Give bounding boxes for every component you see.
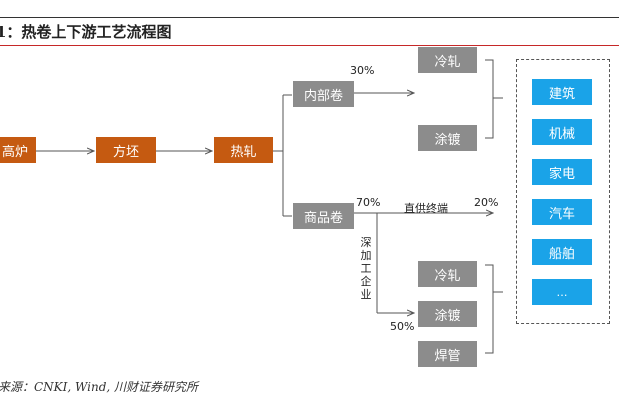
node-hot-rolling: 热轧: [214, 137, 273, 163]
node-coating-top: 涂镀: [418, 125, 477, 151]
label-deep-pct: 50%: [390, 320, 415, 333]
figure-title: 1：热卷上下游工艺流程图: [0, 23, 172, 41]
end-use-appliances: 家电: [532, 159, 592, 185]
source-note: 来源：CNKI, Wind, 川财证券研究所: [0, 380, 199, 394]
deep-char: 业: [360, 288, 372, 301]
label-internal-pct: 30%: [350, 64, 375, 77]
label-commercial-pct: 70%: [356, 196, 381, 209]
node-welded-pipe: 焊管: [418, 341, 477, 367]
deep-char: 企: [360, 275, 372, 288]
deep-char: 加: [360, 249, 372, 262]
label-deep-processing: 深 加 工 企 业: [359, 236, 373, 301]
deep-char: 工: [360, 262, 372, 275]
node-internal-coil: 内部卷: [293, 81, 354, 107]
label-direct-pct: 20%: [474, 196, 499, 209]
node-cold-rolling-bottom: 冷轧: [418, 261, 477, 287]
node-cold-rolling-top: 冷轧: [418, 47, 477, 73]
end-use-shipbuilding: 船舶: [532, 239, 592, 265]
bracket-bottom-processes: [485, 264, 494, 354]
header-bottom-rule: [0, 45, 619, 46]
node-blast-furnace: 高炉: [0, 137, 36, 163]
node-commercial-coil: 商品卷: [293, 203, 354, 229]
node-billet: 方坯: [96, 137, 156, 163]
end-use-group: [516, 59, 610, 324]
label-direct-supply: 直供终端: [404, 202, 448, 215]
end-use-more: …: [532, 279, 592, 305]
header-top-rule: [0, 17, 619, 18]
end-use-automobile: 汽车: [532, 199, 592, 225]
deep-char: 深: [360, 236, 372, 249]
node-coating-bottom: 涂镀: [418, 301, 477, 327]
bracket-top-processes: [485, 59, 494, 139]
end-use-machinery: 机械: [532, 119, 592, 145]
end-use-construction: 建筑: [532, 79, 592, 105]
